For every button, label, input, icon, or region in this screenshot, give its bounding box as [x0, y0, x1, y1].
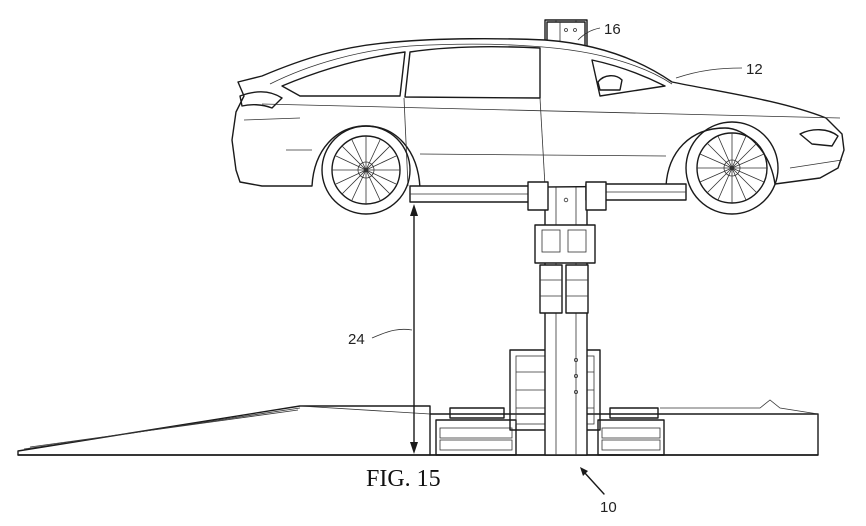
- ref-numeral-vehicle: 12: [746, 61, 763, 78]
- ref-numeral-lift-post: 16: [604, 21, 621, 38]
- lift-arms: [409, 181, 687, 211]
- lift-height-dimension: [410, 204, 418, 454]
- front-wheel: [685, 121, 779, 215]
- ref-numeral-lift-height: 24: [348, 331, 365, 348]
- vehicle: [231, 37, 845, 215]
- ground-platform: [17, 349, 819, 456]
- ref-numeral-lift-system: 10: [600, 499, 617, 516]
- figure-caption: FIG. 15: [366, 466, 441, 492]
- leader-lines: [371, 27, 743, 495]
- rear-wheel: [321, 125, 411, 215]
